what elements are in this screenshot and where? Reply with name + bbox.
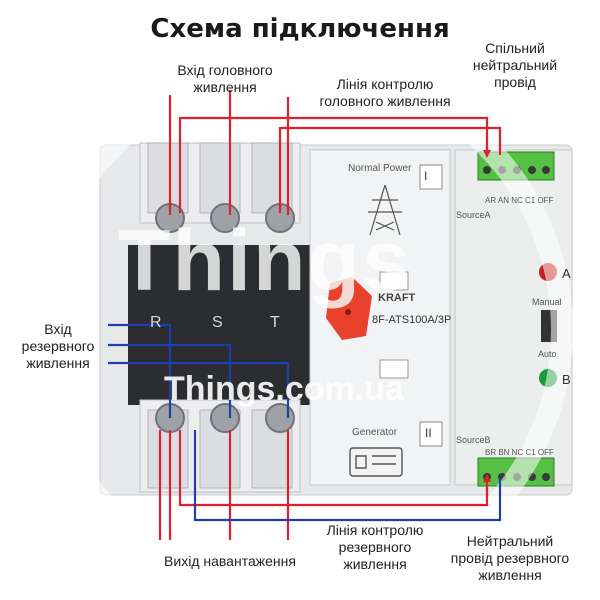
normal-power-label: Normal Power bbox=[348, 163, 412, 174]
label-backup-control: Лінія контролю резервного живлення bbox=[326, 522, 424, 572]
backup-input-wires bbox=[108, 323, 290, 418]
label-backup-neutral: Нейтральний провід резервного живлення bbox=[450, 533, 570, 583]
pylon-icon bbox=[368, 184, 402, 236]
watermark-ring bbox=[27, 57, 573, 600]
model-label: 8F-ATS100A/3P bbox=[372, 314, 452, 326]
watermark-big: Things bbox=[118, 213, 412, 309]
source-b-label: SourceB bbox=[456, 435, 491, 445]
backup-neutral-wires bbox=[193, 430, 502, 522]
brand-label: KRAFT bbox=[378, 292, 416, 304]
backup-control-wires bbox=[178, 430, 489, 507]
load-output-wires bbox=[158, 430, 290, 540]
source-a-label: SourceA bbox=[456, 210, 491, 220]
label-main-control: Лінія контролю головного живлення bbox=[319, 76, 451, 109]
phase-r-label: R bbox=[150, 314, 162, 331]
auto-label: Auto bbox=[538, 349, 557, 359]
switch-pos-2-box bbox=[419, 421, 443, 447]
switch-pos-1-label: I bbox=[424, 169, 428, 183]
phase-s-label: S bbox=[212, 314, 223, 331]
main-input-wires bbox=[168, 90, 290, 215]
terminal-screw bbox=[210, 403, 240, 433]
terminal-screw bbox=[210, 203, 240, 233]
top-terminal-labels: AR AN NC C1 OFF bbox=[485, 196, 554, 205]
indicator-a-label: A bbox=[562, 266, 571, 281]
generator-label: Generator bbox=[352, 427, 398, 438]
switch-handle bbox=[326, 277, 372, 340]
indicator-b-label: B bbox=[562, 372, 571, 387]
watermark-site: Things.com.ua bbox=[164, 370, 404, 408]
label-backup-input: Вхід резервного живлення bbox=[21, 321, 95, 371]
bottom-terminal-labels: BR BN NC C1 OFF bbox=[485, 448, 554, 457]
main-control-wires bbox=[178, 116, 502, 213]
label-common-neutral: Спільний нейтральний провід bbox=[472, 40, 558, 90]
switch-pos-2-label: II bbox=[425, 426, 432, 440]
phase-t-label: T bbox=[270, 314, 280, 331]
switch-pos-1-box bbox=[419, 164, 443, 190]
manual-label: Manual bbox=[532, 297, 562, 307]
page-title: Схема підключення bbox=[150, 14, 450, 44]
label-load-output: Вихід навантаження bbox=[164, 553, 296, 569]
generator-icon bbox=[349, 447, 403, 477]
label-main-input: Вхід головного живлення bbox=[177, 62, 273, 95]
